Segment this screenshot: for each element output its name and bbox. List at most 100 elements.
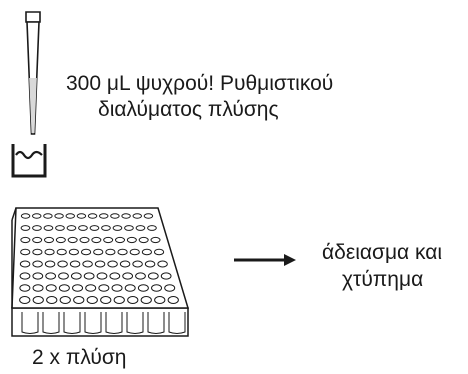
well: [99, 213, 109, 219]
well: [89, 225, 100, 231]
well: [20, 236, 31, 244]
well: [122, 272, 134, 280]
pipette-liquid: [29, 78, 37, 133]
well: [20, 248, 31, 256]
well: [112, 225, 123, 231]
well: [94, 260, 106, 268]
instruction-line-1: 300 μL ψυχρού! Ρυθμιστικού: [66, 72, 334, 95]
action-line-1: άδειασμα και: [322, 241, 443, 264]
well: [32, 272, 44, 280]
well: [55, 225, 65, 231]
well: [80, 248, 92, 256]
well: [82, 260, 93, 268]
well: [160, 272, 172, 280]
well: [124, 225, 134, 231]
well: [150, 236, 161, 244]
well: [96, 272, 108, 280]
well: [151, 284, 163, 292]
reservoir-icon: [11, 144, 47, 178]
well: [45, 272, 57, 280]
well: [57, 260, 68, 268]
well: [100, 296, 112, 304]
well: [113, 296, 125, 304]
well: [19, 296, 31, 304]
well: [46, 296, 58, 304]
well: [66, 225, 77, 231]
well: [54, 213, 64, 219]
well: [111, 284, 123, 292]
well: [44, 260, 56, 268]
well: [68, 248, 80, 256]
front-well-column: [42, 312, 60, 334]
well: [119, 260, 131, 268]
well: [55, 236, 66, 244]
well: [45, 284, 57, 292]
well: [32, 296, 44, 304]
front-well-column: [63, 312, 81, 334]
well: [32, 284, 44, 292]
well: [73, 296, 85, 304]
well: [143, 213, 154, 219]
well: [147, 225, 157, 231]
well: [58, 284, 70, 292]
well: [44, 248, 55, 256]
action-line-2: χτύπημα: [342, 268, 424, 291]
well: [20, 213, 31, 219]
well: [137, 284, 149, 292]
well: [91, 236, 102, 244]
plate-front-columns: [21, 312, 186, 334]
well: [98, 284, 110, 292]
well: [32, 225, 42, 231]
well: [20, 225, 31, 231]
well: [93, 248, 104, 256]
well: [135, 225, 146, 231]
well: [19, 260, 31, 268]
well: [109, 272, 121, 280]
well: [43, 225, 54, 231]
front-well-column: [84, 312, 102, 334]
well: [157, 260, 168, 268]
well: [103, 236, 114, 244]
96-well-plate-icon: [11, 207, 190, 337]
liquid-wave: [15, 150, 43, 160]
well: [32, 260, 43, 268]
arrow-right-icon: [234, 254, 296, 266]
well: [121, 213, 131, 219]
well: [19, 284, 31, 292]
well: [153, 248, 165, 256]
well: [19, 272, 31, 280]
well: [79, 236, 90, 244]
plate-wells: [19, 213, 179, 304]
well: [127, 296, 139, 304]
pipette-tip-icon: [25, 11, 41, 135]
front-well-column: [105, 312, 123, 334]
well: [126, 236, 137, 244]
well: [144, 260, 156, 268]
well: [167, 296, 179, 304]
well: [141, 248, 153, 256]
front-well-column: [147, 312, 165, 334]
well: [65, 213, 75, 219]
well: [44, 236, 55, 244]
front-well-column: [126, 312, 144, 334]
well: [110, 213, 120, 219]
well: [32, 248, 43, 256]
well: [132, 213, 142, 219]
well: [87, 213, 98, 219]
well: [105, 248, 116, 256]
well: [76, 213, 87, 219]
plate-body: [11, 207, 190, 337]
well: [67, 236, 78, 244]
wash-repeat-label: 2 x πλύση: [32, 346, 127, 369]
well: [78, 225, 88, 231]
well: [70, 272, 82, 280]
well: [132, 260, 143, 268]
well: [32, 236, 43, 244]
well: [107, 260, 118, 268]
well: [85, 284, 97, 292]
well: [59, 296, 71, 304]
well: [101, 225, 111, 231]
well: [164, 284, 176, 292]
well: [43, 213, 53, 219]
well: [115, 236, 126, 244]
